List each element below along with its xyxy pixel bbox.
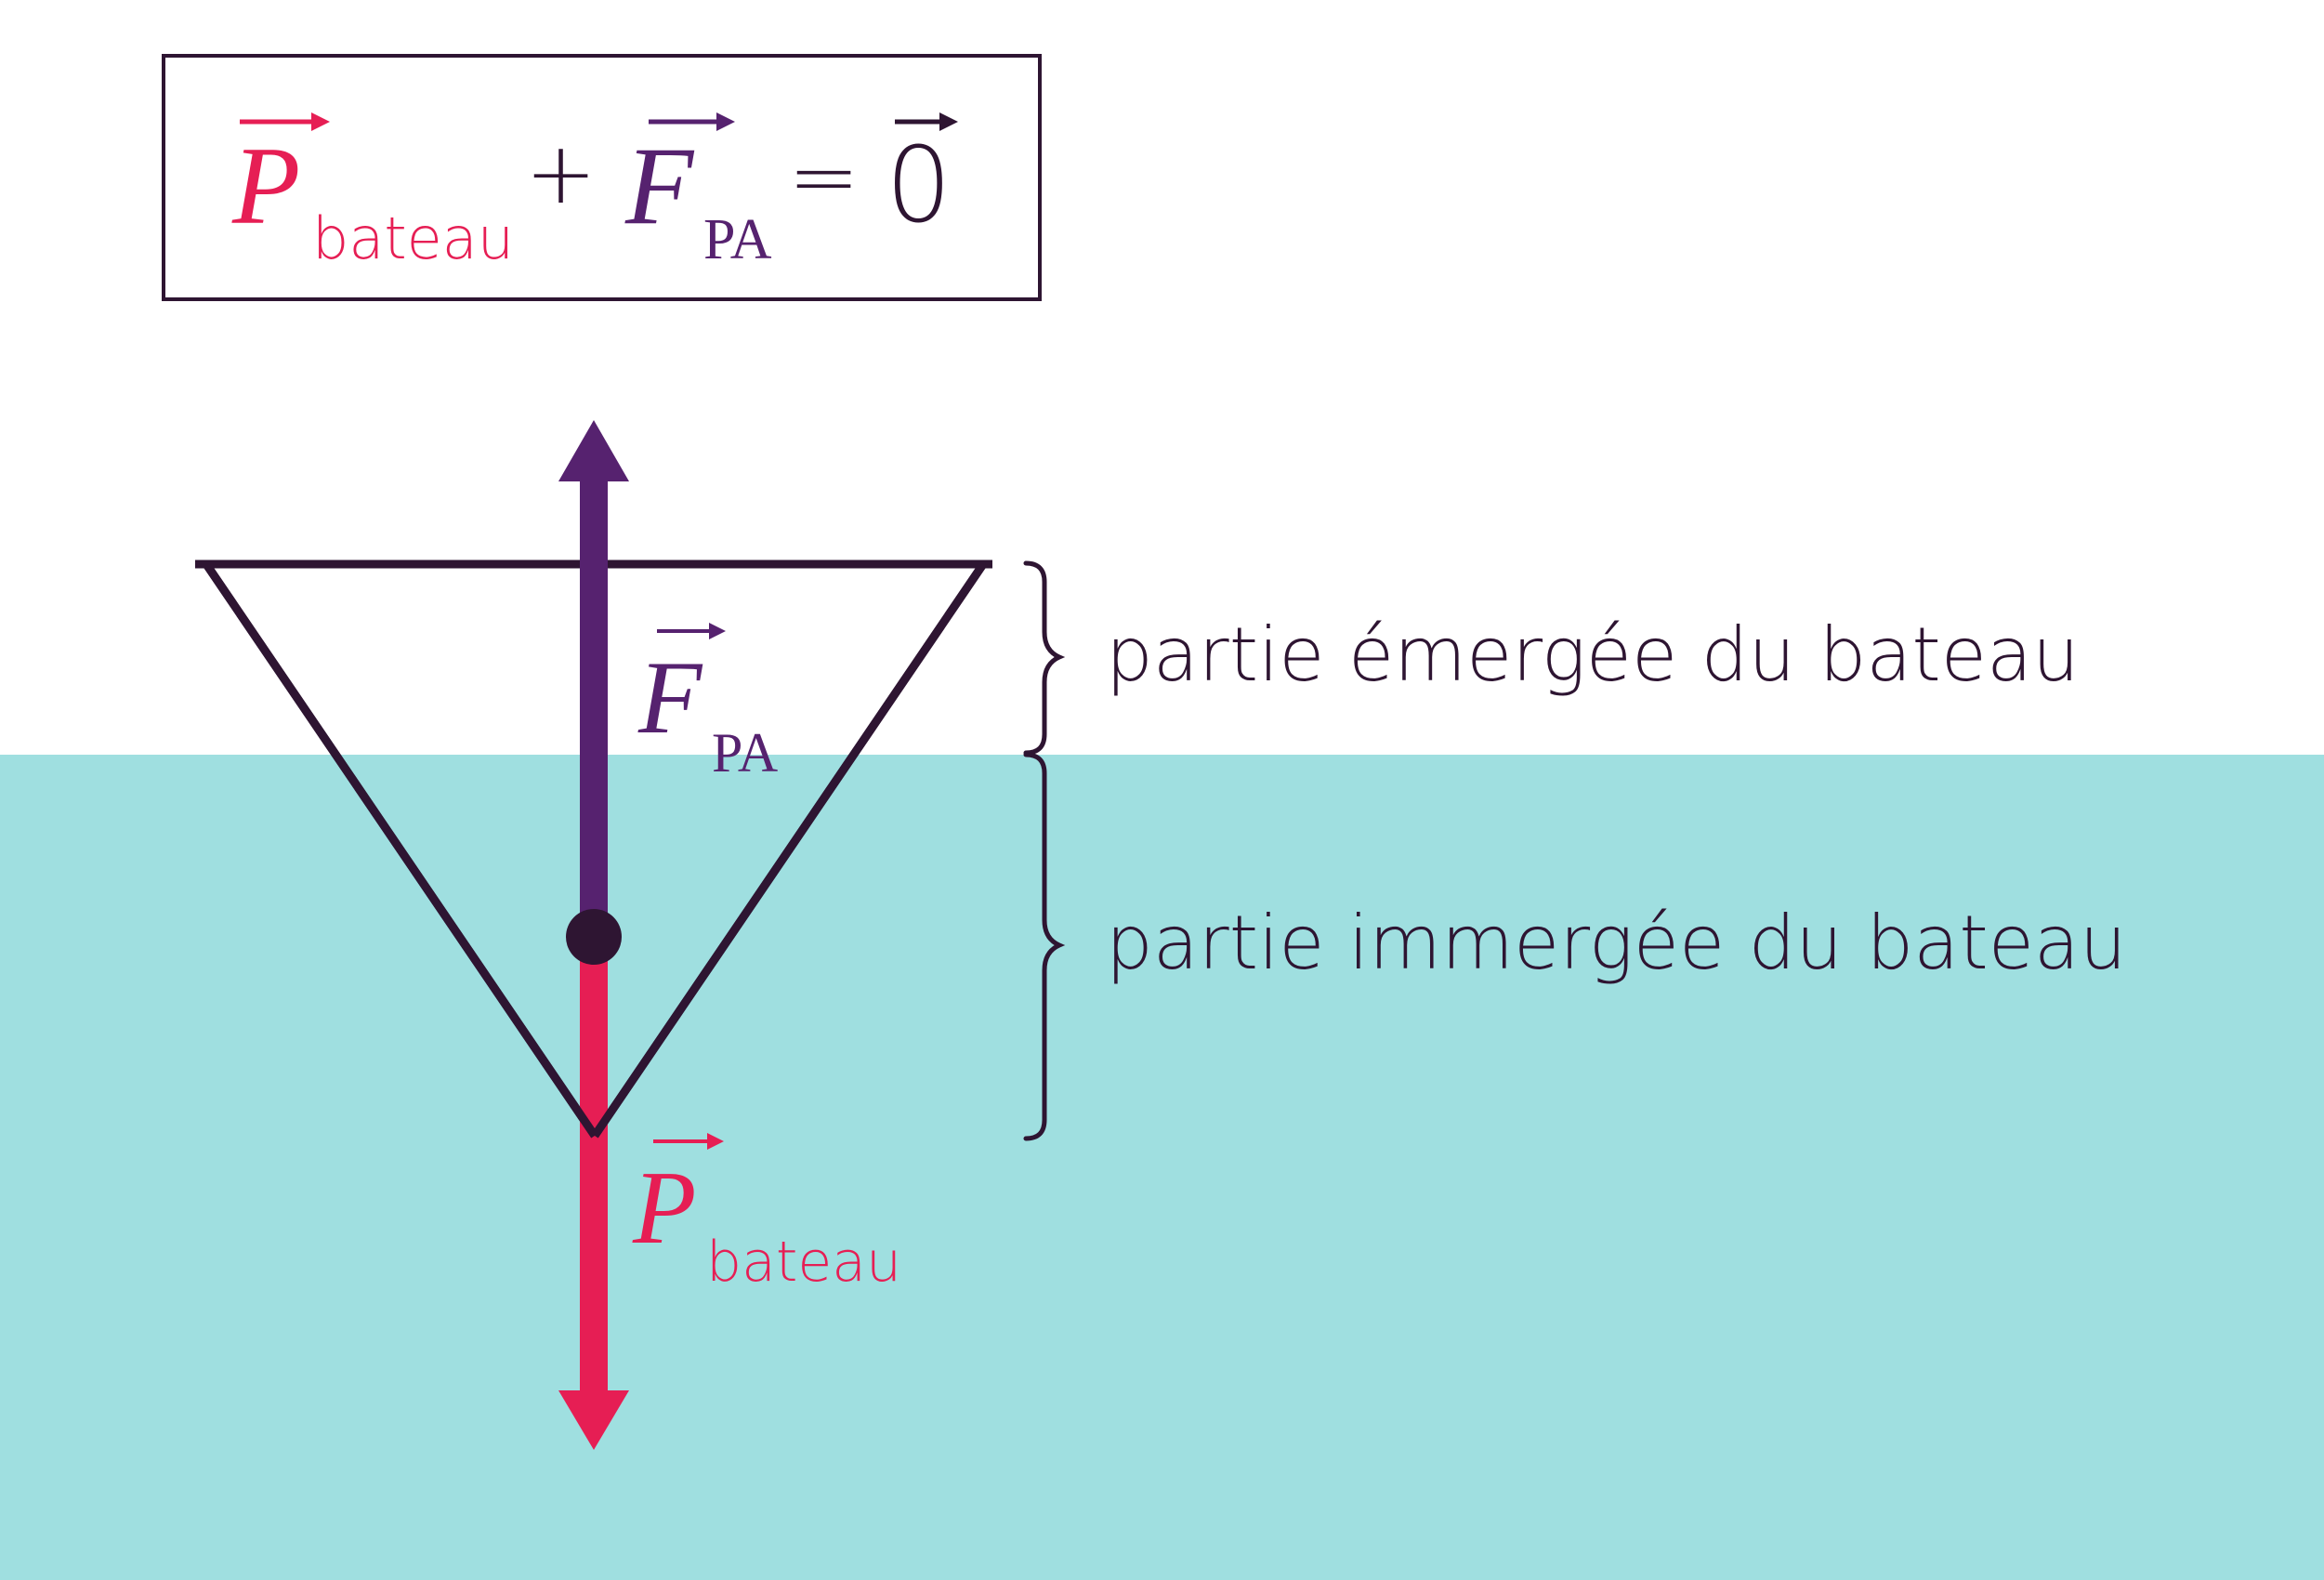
water-area (0, 755, 2324, 1580)
eq-zero: 0 (886, 125, 952, 246)
weight-vector-head (558, 1390, 629, 1450)
f-vector-arrowhead (716, 112, 735, 131)
emerged-label: partie émergée du bateau (1106, 612, 2080, 698)
zero-vector-arrowhead (939, 112, 958, 131)
boat-bottom-edge-left (203, 561, 598, 1139)
eq-p-symbol: P (231, 124, 300, 247)
immersed-brace (1023, 752, 1066, 1141)
label-p-arrowhead (707, 1133, 724, 1150)
equation-frame (162, 54, 1042, 301)
immersed-label: partie immergée du bateau (1106, 900, 2127, 986)
buoyancy-label-symbol: F (637, 640, 703, 756)
weight-label-subscript: bateau (706, 1230, 901, 1295)
buoyancy-label-subscript: PA (712, 722, 778, 783)
equation-box: P bateau + F PA = 0 (162, 54, 1042, 301)
eq-plus: + (525, 124, 597, 223)
eq-f-subscript: PA (703, 208, 772, 271)
buoyancy-vector-head (558, 420, 629, 481)
eq-p-subscript: bateau (312, 204, 514, 272)
application-point (566, 909, 622, 965)
eq-f-symbol: F (624, 124, 695, 247)
weight-label-symbol: P (632, 1151, 696, 1266)
eq-equals: = (788, 127, 860, 227)
p-vector-arrowhead (311, 112, 330, 131)
emerged-brace (1023, 560, 1066, 756)
boat-bottom-edge-right (591, 561, 987, 1139)
label-f-arrowhead (709, 623, 726, 639)
